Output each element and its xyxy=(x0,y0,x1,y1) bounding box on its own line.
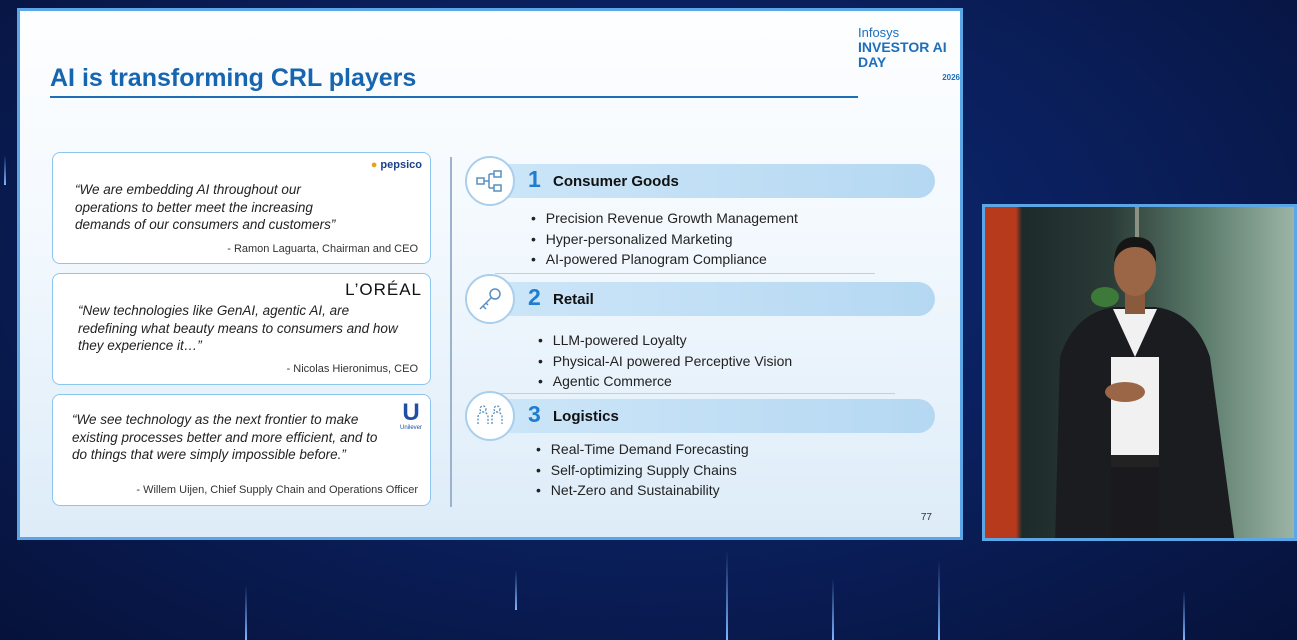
page-number: 77 xyxy=(920,512,932,523)
category-name: Logistics xyxy=(553,408,619,425)
list-item: Real-Time Demand Forecasting xyxy=(536,439,749,460)
category-band xyxy=(485,164,935,198)
title-underline xyxy=(50,96,858,98)
list-item: Precision Revenue Growth Management xyxy=(531,208,798,229)
brand-year: 2026 xyxy=(942,73,960,82)
quote-text: “New technologies like GenAI, agentic AI… xyxy=(78,303,398,353)
speaker-figure xyxy=(1055,207,1235,538)
category-name: Retail xyxy=(553,291,594,308)
category-name: Consumer Goods xyxy=(553,173,679,190)
list-item: Hyper-personalized Marketing xyxy=(531,229,798,250)
brand-company: Infosys xyxy=(858,25,900,40)
list-item: Agentic Commerce xyxy=(538,371,792,392)
quote-author: - Nicolas Hieronimus, CEO xyxy=(286,363,418,375)
list-item: Net-Zero and Sustainability xyxy=(536,480,749,501)
column-divider xyxy=(450,157,452,507)
category-items: Precision Revenue Growth Management Hype… xyxy=(531,208,798,270)
key-icon xyxy=(465,274,515,324)
category-number: 3 xyxy=(528,401,541,427)
pepsico-logo: ● pepsico xyxy=(370,159,422,171)
list-item: AI-powered Planogram Compliance xyxy=(531,249,798,270)
presentation-slide: AI is transforming CRL players Infosys I… xyxy=(17,8,963,540)
list-item: LLM-powered Loyalty xyxy=(538,330,792,351)
category-band xyxy=(485,282,935,316)
quote-card-pepsico: ● pepsico “We are embedding AI throughou… xyxy=(52,152,431,264)
quote-text: “We see technology as the next frontier … xyxy=(72,412,378,462)
separator xyxy=(495,273,875,274)
quote-text: “We are embedding AI throughout our oper… xyxy=(75,182,336,232)
speaker-video-feed xyxy=(982,204,1297,541)
list-item: Physical-AI powered Perceptive Vision xyxy=(538,351,792,372)
quote-author: - Willem Uijen, Chief Supply Chain and O… xyxy=(136,484,418,496)
hierarchy-icon xyxy=(465,156,515,206)
category-number: 1 xyxy=(528,166,541,192)
separator xyxy=(495,393,895,394)
category-band xyxy=(485,399,935,433)
list-item: Self-optimizing Supply Chains xyxy=(536,460,749,481)
quote-author: - Ramon Laguarta, Chairman and CEO xyxy=(227,243,418,255)
loreal-logo: L’ORÉAL xyxy=(345,280,422,299)
slide-title: AI is transforming CRL players xyxy=(50,64,417,92)
event-logo: Infosys INVESTOR AI DAY 2026 xyxy=(858,25,960,85)
category-items: Real-Time Demand Forecasting Self-optimi… xyxy=(536,439,749,501)
brand-event: INVESTOR AI DAY xyxy=(858,39,947,70)
category-items: LLM-powered Loyalty Physical-AI powered … xyxy=(538,330,792,392)
category-number: 2 xyxy=(528,284,541,310)
people-network-icon xyxy=(465,391,515,441)
quote-card-loreal: L’ORÉAL “New technologies like GenAI, ag… xyxy=(52,273,431,385)
